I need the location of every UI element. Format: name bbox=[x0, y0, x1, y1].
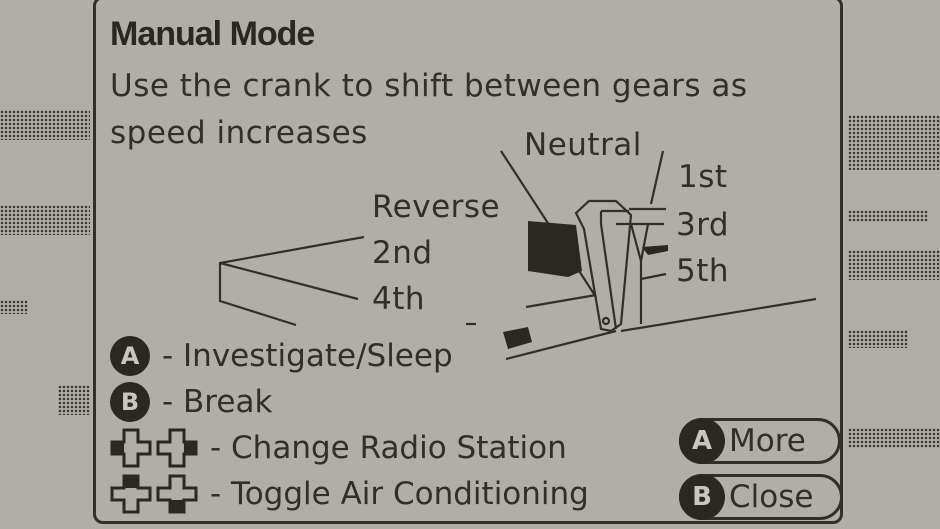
label-reverse: Reverse bbox=[372, 189, 501, 225]
dpad-up-down-icon bbox=[110, 474, 198, 514]
control-label: - Change Radio Station bbox=[210, 430, 567, 466]
close-button[interactable]: B Close bbox=[679, 474, 843, 520]
road-right bbox=[848, 428, 940, 448]
label-4th: 4th bbox=[372, 281, 426, 317]
label-3rd: 3rd bbox=[676, 207, 730, 243]
ridge-right bbox=[848, 210, 928, 222]
dialog-title: Manual Mode bbox=[110, 15, 315, 53]
rock-left bbox=[58, 385, 90, 415]
b-button-icon: B bbox=[110, 382, 150, 422]
control-row-air-conditioning: - Toggle Air Conditioning bbox=[110, 474, 589, 514]
b-button-icon: B bbox=[679, 474, 725, 520]
label-5th: 5th bbox=[676, 253, 730, 289]
more-button[interactable]: A More bbox=[679, 418, 841, 464]
bush-right bbox=[848, 330, 908, 348]
label-2nd: 2nd bbox=[372, 235, 433, 271]
a-button-icon: A bbox=[110, 336, 150, 376]
control-label: - Toggle Air Conditioning bbox=[210, 476, 589, 512]
gear-shifter-diagram bbox=[218, 150, 817, 361]
label-neutral: Neutral bbox=[524, 127, 642, 163]
control-row-break: B - Break bbox=[110, 382, 272, 422]
control-row-radio: - Change Radio Station bbox=[110, 428, 567, 468]
mountain-left bbox=[0, 110, 90, 140]
label-1st: 1st bbox=[678, 159, 728, 195]
control-label: - Break bbox=[162, 384, 273, 420]
control-label: - Investigate/Sleep bbox=[162, 338, 453, 374]
bush-left bbox=[0, 300, 28, 314]
manual-mode-dialog: Manual Mode Use the crank to shift betwe… bbox=[93, 0, 843, 524]
control-row-investigate: A - Investigate/Sleep bbox=[110, 336, 453, 376]
mountain-right bbox=[848, 115, 940, 170]
dpad-left-right-icon bbox=[110, 428, 198, 468]
field-left bbox=[0, 205, 90, 235]
close-button-label: Close bbox=[729, 479, 814, 515]
field-right bbox=[848, 250, 940, 280]
a-button-icon: A bbox=[679, 418, 725, 464]
dialog-description: Use the crank to shift between gears as … bbox=[110, 68, 748, 151]
more-button-label: More bbox=[729, 423, 806, 459]
